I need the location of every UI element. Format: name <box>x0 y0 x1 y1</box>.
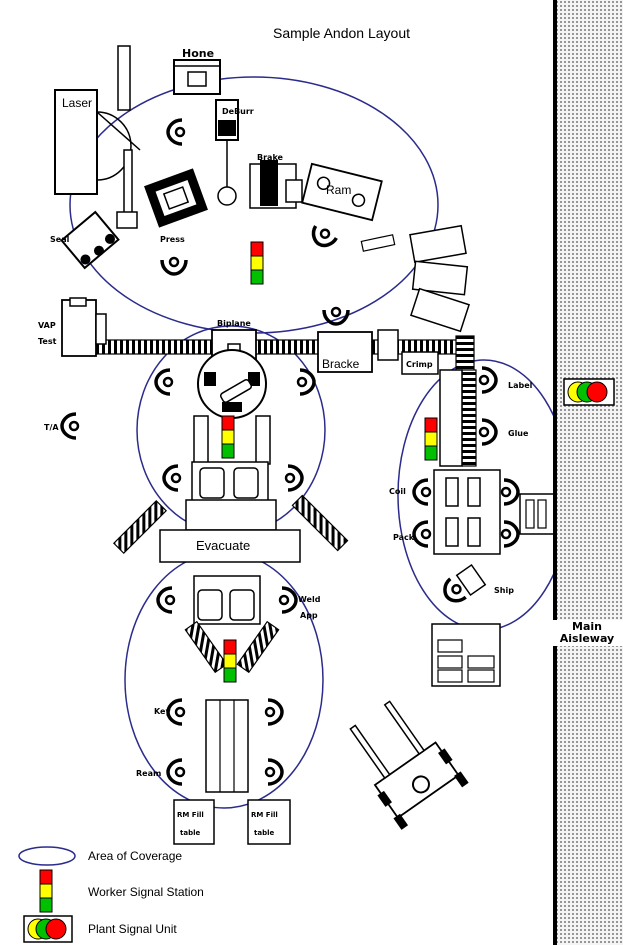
label-rm-table-2a: RM Fill <box>251 811 278 819</box>
long-bench <box>205 699 249 793</box>
page-title: Sample Andon Layout <box>273 25 410 41</box>
conveyor-diag-right <box>291 494 349 552</box>
label-seal: Seal <box>50 235 70 244</box>
label-ta: T/A <box>44 423 59 432</box>
right-conveyor-down <box>461 369 477 467</box>
label-vap: VAP <box>38 321 56 330</box>
label-crimp: Crimp <box>406 360 433 369</box>
legend-coverage-symbol <box>18 846 76 866</box>
label-coil: Coil <box>389 487 406 496</box>
legend-worker-signal-label: Worker Signal Station <box>88 885 204 899</box>
forklift <box>349 700 469 830</box>
rack-1 <box>409 224 467 264</box>
pack-station <box>433 469 501 555</box>
label-evacuate: Evacuate <box>196 538 251 553</box>
label-press: Press <box>160 235 185 244</box>
press-machine <box>144 168 208 228</box>
conveyor-v-right <box>236 620 280 674</box>
legend-coverage-label: Area of Coverage <box>88 849 183 863</box>
label-app: App <box>300 611 318 620</box>
layout-drawing <box>18 45 553 943</box>
label-rm-table-2b: table <box>254 829 275 837</box>
conveyor-v-left <box>184 620 228 674</box>
label-glue: Glue <box>508 429 529 438</box>
label-rm-table-1b: table <box>180 829 201 837</box>
plant-signal-unit <box>563 378 615 406</box>
aisle-boundary-line <box>553 0 557 945</box>
rm-fill-table-2 <box>247 799 291 845</box>
legend-plant-signal-symbol <box>23 915 73 943</box>
crimp-machine <box>401 351 439 375</box>
label-ream: Ream <box>136 769 162 778</box>
bracket-machine <box>317 331 373 373</box>
label-rm-table-1a: RM Fill <box>177 811 204 819</box>
label-ship: Ship <box>494 586 514 595</box>
aisle-label-line1: Main <box>572 620 602 633</box>
rm-fill-table-1 <box>173 799 215 845</box>
label-brake: Brake <box>257 153 283 162</box>
label-pack: Pack <box>393 533 415 542</box>
right-conveyor <box>455 335 475 371</box>
label-biplane: Biplane <box>217 319 251 328</box>
aisle-label: Main Aisleway <box>551 620 623 647</box>
label-weld: Weld <box>298 595 321 604</box>
laser-machine <box>54 89 98 195</box>
label-key: Key <box>154 707 171 716</box>
label-label: Label <box>508 381 533 390</box>
main-aisle <box>555 0 623 945</box>
ram-machine <box>301 162 383 222</box>
evacuate-machine <box>159 529 301 563</box>
label-hone: Hone <box>182 47 215 60</box>
label-bracket: Bracke <box>322 357 360 371</box>
label-ram: Ram <box>326 183 352 197</box>
column-fixture <box>117 45 131 111</box>
rack-2 <box>411 260 469 296</box>
label-deburr: DeBurr <box>222 107 254 116</box>
legend-plant-signal-label: Plant Signal Unit <box>88 922 177 936</box>
rack-3 <box>410 287 470 333</box>
label-test: Test <box>38 337 57 346</box>
conveyor-diag-left <box>112 499 168 555</box>
seal-machine <box>60 210 120 270</box>
legend-worker-signal-symbol <box>39 869 53 913</box>
label-laser: Laser <box>62 96 93 110</box>
aisle-label-line2: Aisleway <box>559 632 615 646</box>
vap-test-machine <box>61 299 97 357</box>
